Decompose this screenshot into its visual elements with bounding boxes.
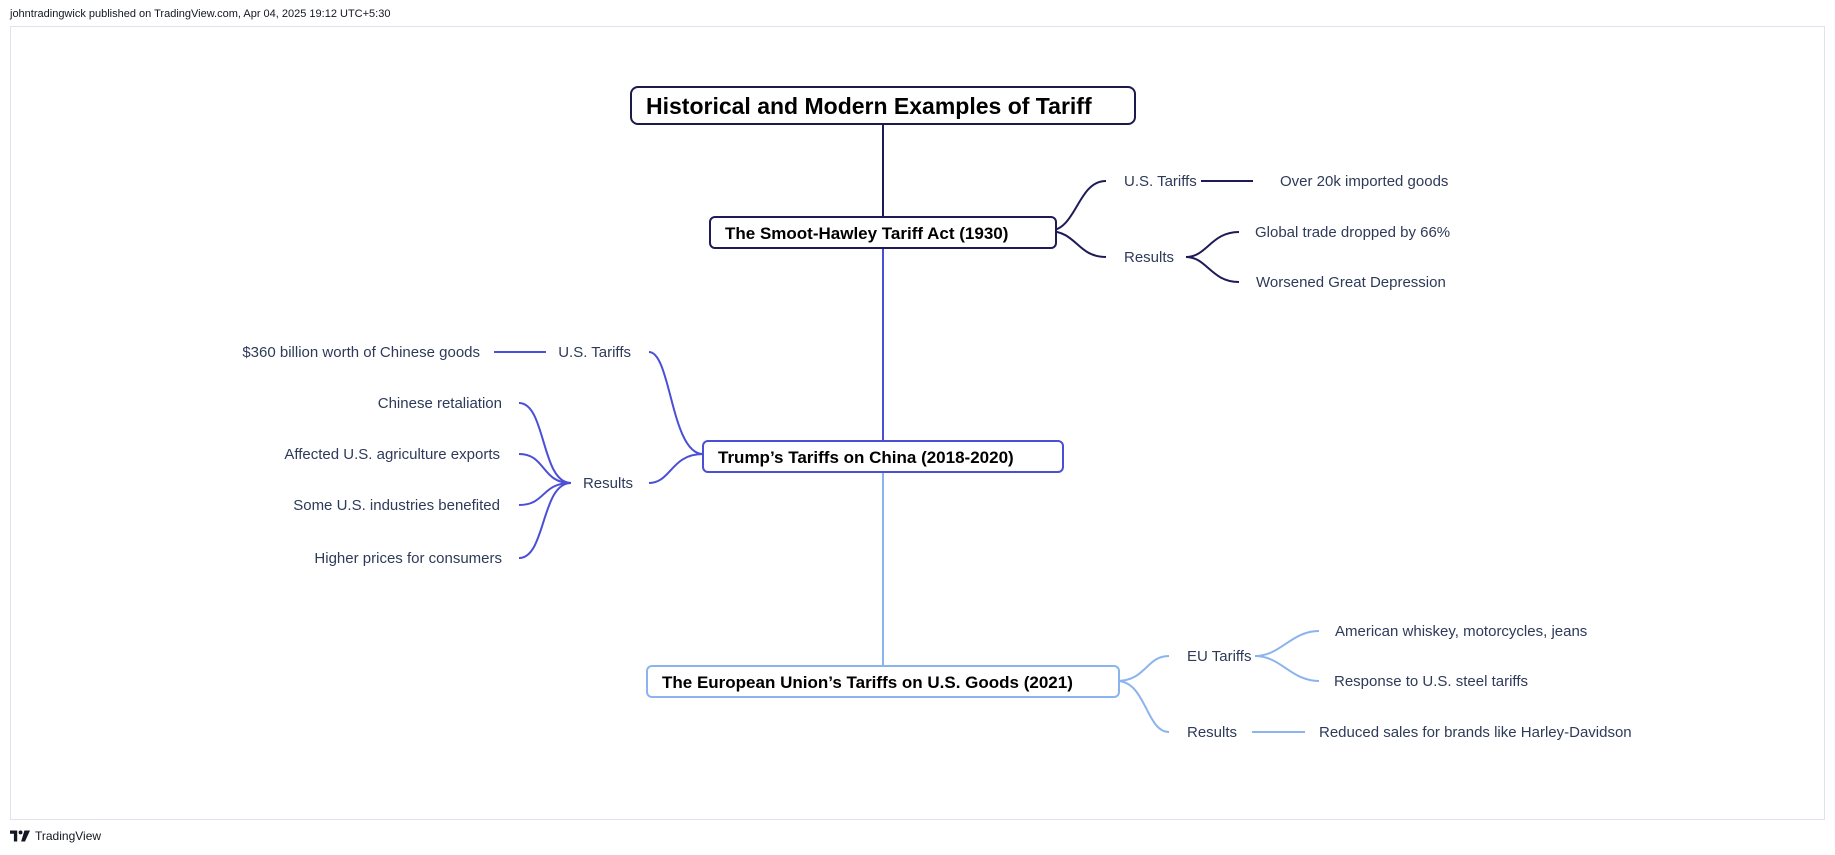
child-label: EU Tariffs — [1187, 648, 1251, 665]
connector-b1-results-item2 — [1185, 256, 1240, 283]
leaf-item: Worsened Great Depression — [1256, 274, 1446, 291]
branch-node-trump-tariffs: Trump’s Tariffs on China (2018-2020) — [702, 440, 1064, 473]
leaf-item: $360 billion worth of Chinese goods — [242, 344, 480, 361]
child-label: Results — [1187, 724, 1237, 741]
connector-b2-results-item4 — [518, 482, 572, 559]
connector-b2-results — [648, 453, 704, 484]
branch-title: The European Union’s Tariffs on U.S. Goo… — [662, 673, 1073, 692]
connector-b2-results-item1 — [518, 402, 572, 484]
leaf-item: Higher prices for consumers — [314, 550, 502, 567]
connector-b2-results-item2 — [518, 453, 572, 484]
child-label: Results — [583, 475, 633, 492]
tradingview-logo-icon — [10, 830, 30, 842]
leaf-item: Over 20k imported goods — [1280, 173, 1448, 190]
branch-node-eu-tariffs: The European Union’s Tariffs on U.S. Goo… — [646, 665, 1120, 698]
leaf-item: Affected U.S. agriculture exports — [284, 446, 500, 463]
branch-title: Trump’s Tariffs on China (2018-2020) — [718, 448, 1014, 467]
child-label: U.S. Tariffs — [558, 344, 631, 361]
connector-b3-eutariffs-item1 — [1254, 630, 1320, 657]
child-label: Results — [1124, 249, 1174, 266]
brand-name[interactable]: TradingView — [35, 829, 102, 843]
leaf-item: American whiskey, motorcycles, jeans — [1335, 623, 1587, 640]
connector-b3-eutariffs — [1116, 655, 1170, 682]
connector-b1-results-item1 — [1185, 231, 1240, 258]
connector-b2-ustariffs — [648, 351, 704, 455]
publish-info: johntradingwick published on TradingView… — [10, 8, 391, 20]
leaf-item: Global trade dropped by 66% — [1255, 224, 1450, 241]
branch-node-smoot-hawley: The Smoot-Hawley Tariff Act (1930) — [709, 216, 1057, 249]
leaf-item: Response to U.S. steel tariffs — [1334, 673, 1528, 690]
leaf-item: Reduced sales for brands like Harley-Dav… — [1319, 724, 1632, 741]
mindmap-diagram: Historical and Modern Examples of Tariff… — [242, 86, 1632, 741]
leaf-item: Chinese retaliation — [378, 395, 502, 412]
footer: TradingView — [10, 829, 101, 843]
branch-title: The Smoot-Hawley Tariff Act (1930) — [725, 224, 1008, 243]
connector-b2-results-item3 — [518, 482, 572, 506]
mindmap-canvas: Historical and Modern Examples of Tariff… — [10, 26, 1825, 820]
root-title: Historical and Modern Examples of Tariff — [646, 93, 1092, 119]
root-node: Historical and Modern Examples of Tariff — [630, 86, 1136, 125]
connector-b3-eutariffs-item2 — [1254, 655, 1320, 682]
child-label: U.S. Tariffs — [1124, 173, 1197, 190]
leaf-item: Some U.S. industries benefited — [293, 497, 500, 514]
connector-b3-results — [1116, 680, 1170, 733]
